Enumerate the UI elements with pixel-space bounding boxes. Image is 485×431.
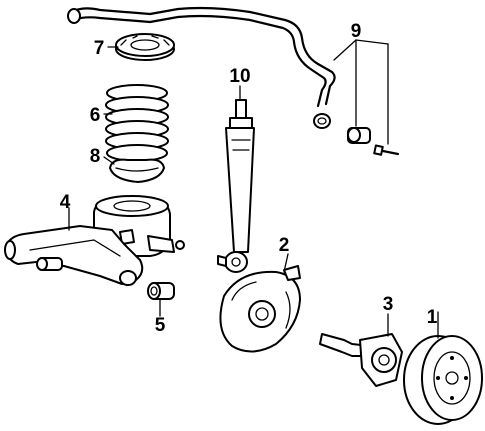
callout-7: 7 [94,38,105,59]
callout-5: 5 [155,315,166,336]
callout-labels: 1 2 3 4 5 6 7 8 9 10 [60,21,438,336]
callout-6: 6 [90,105,101,126]
callout-4: 4 [60,192,71,213]
callout-9: 9 [351,21,362,42]
leader-lines [68,39,439,339]
lower-control-arm [4,225,144,286]
callout-1: 1 [427,307,438,328]
axle-shaft [319,333,403,387]
coil-spring [105,84,169,162]
callout-10: 10 [229,66,250,87]
stabilizer-bar [67,6,336,129]
callout-8: 8 [90,146,101,167]
control-arm-bushing [36,257,63,271]
shock-absorber [217,99,255,273]
lower-spring-insulator [109,158,165,183]
callout-2: 2 [279,235,290,256]
upper-spring-seat [115,33,175,61]
brake-drum [403,335,483,425]
stabilizer-link-bolt [373,144,400,156]
callout-3: 3 [383,294,394,315]
brake-backing-plate [219,265,301,353]
bushing [147,282,175,300]
stabilizer-bushing [347,127,371,144]
